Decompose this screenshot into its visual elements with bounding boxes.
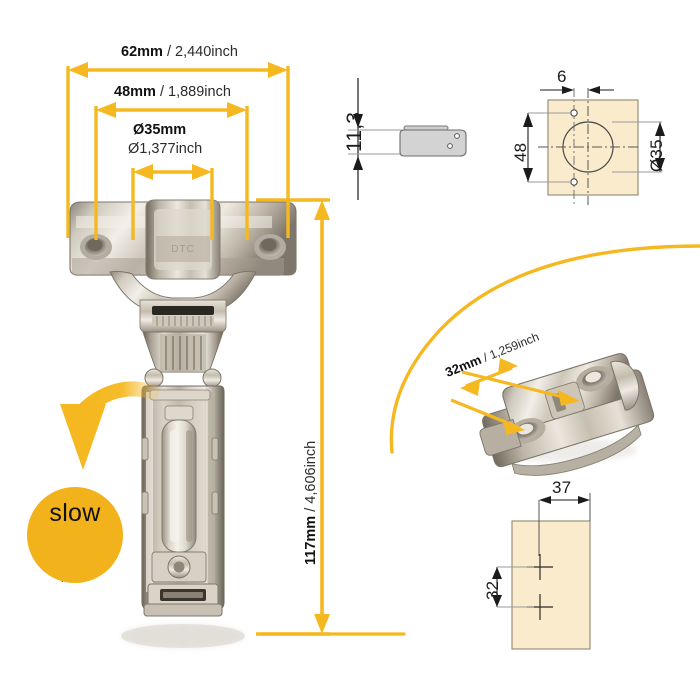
cad-label-plate-spacing-32: 32 xyxy=(483,580,502,600)
cad-label-edge-distance: 6 xyxy=(557,67,567,86)
plate-screw-slot-rear xyxy=(576,365,614,392)
dim-arrow-35 xyxy=(133,164,212,180)
hinge-cup-shoulder xyxy=(109,270,257,333)
cad-side-panel-view xyxy=(492,493,591,650)
cad-door-drilling-view xyxy=(523,86,665,205)
slow-close-badge: slow xyxy=(27,487,123,583)
dim-arrow-117 xyxy=(314,200,330,634)
label-62mm-imperial: 2,440inch xyxy=(175,44,238,60)
cad-label-front-offset: 37 xyxy=(552,478,572,497)
dim-arrow-62 xyxy=(68,62,288,78)
cad-label-bore-diameter: Ø35 xyxy=(647,139,666,172)
cad-cup-side-view xyxy=(348,78,467,200)
curved-callout-arrow xyxy=(60,381,160,470)
dim-arrow-48 xyxy=(96,102,247,118)
dim-leader-32mm xyxy=(450,358,580,435)
decorative-arc xyxy=(389,244,700,454)
soft-close-damper-cylinder xyxy=(161,405,197,553)
dimension-label-48mm: 48mm / 1,889inch xyxy=(114,84,231,101)
label-cup-diameter-metric: Ø35mm xyxy=(133,122,187,138)
screw-hole-right xyxy=(254,234,286,260)
dimension-label-117mm: 117mm / 4,606inch xyxy=(303,441,320,565)
label-117mm-separator: / xyxy=(303,503,319,516)
label-48mm-separator: / xyxy=(155,84,169,100)
slow-badge-label: slow xyxy=(49,499,101,527)
label-62mm-separator: / xyxy=(162,44,176,60)
label-cup-diameter-imperial: Ø1,377inch xyxy=(128,141,203,157)
label-62mm-metric: 62mm xyxy=(121,44,163,60)
cad-label-hole-spacing-48: 48 xyxy=(511,142,530,162)
mounting-plate-photo xyxy=(479,353,655,476)
svg-text:DTC: DTC xyxy=(171,244,195,255)
hinge-arm-body xyxy=(141,385,225,617)
dimension-label-62mm: 62mm / 2,440inch xyxy=(121,44,238,61)
cad-label-thickness: 11,3 xyxy=(343,111,366,152)
adjustment-screw xyxy=(151,551,207,583)
label-48mm-metric: 48mm xyxy=(114,84,156,100)
hinge-linkage-neck xyxy=(142,331,224,388)
screw-hole-left xyxy=(80,234,112,260)
label-117mm-metric: 117mm xyxy=(303,515,319,565)
hinge-cup-boss: DTC xyxy=(145,199,221,280)
label-48mm-imperial: 1,889inch xyxy=(168,84,231,100)
hinge-product-photo: DTC xyxy=(69,199,297,648)
label-117mm-imperial: 4,606inch xyxy=(303,440,319,504)
dimension-annotations xyxy=(60,62,580,636)
